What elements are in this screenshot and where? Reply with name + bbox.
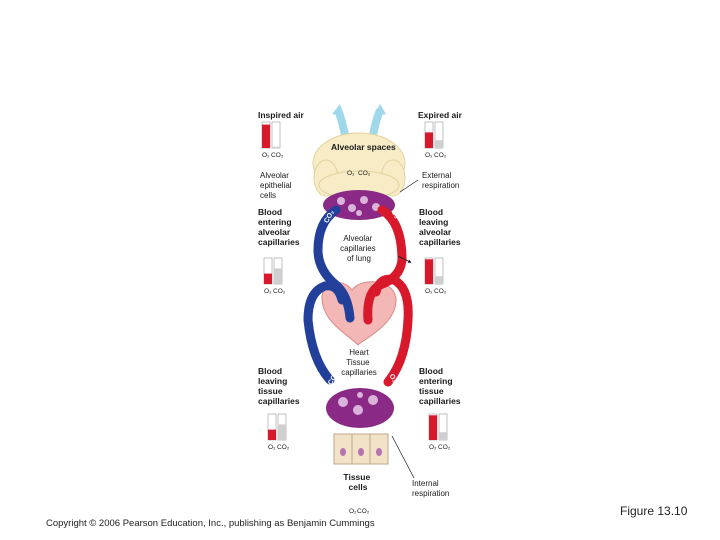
tissue-o2-diffusion-label: O₂: [388, 373, 398, 384]
blood-leaving-tissue-label: Blood leaving tissue capillaries: [258, 366, 300, 406]
entering-tissue-o2-bar: [429, 415, 437, 440]
entering-tissue-o2-label: O₂: [429, 444, 437, 451]
leaving-lung-o2-label: O₂: [425, 288, 433, 295]
entering-lung-co2-label: CO₂: [273, 288, 286, 295]
internal-respiration-pointer: [391, 435, 415, 479]
tissue-capillaries-label: Tissue capillaries: [341, 358, 377, 377]
alveolar-gas-label: O₂ CO₂: [347, 170, 371, 177]
expired-air-co2-bar: [435, 140, 443, 148]
alveolar-o2-label: O₂: [347, 170, 355, 177]
leaving-tissue-co2-label: CO₂: [277, 444, 290, 451]
inspired-air-co2-bar: [272, 146, 280, 148]
lung-capillary-network: [323, 190, 395, 220]
inspired-air-co2-label: CO₂: [271, 152, 284, 159]
alveolar-epithelial-label: Alveolar epithelial cells: [260, 171, 294, 200]
alveolar-co2-label: CO₂: [358, 170, 371, 177]
leaving-lung-co2-label: CO₂: [434, 288, 447, 295]
heart-label: Heart: [349, 348, 369, 357]
tissue-gas-label: O₂ CO₂: [349, 508, 370, 515]
lung-o2-diffusion-label: O₂: [390, 209, 400, 220]
airflow-arrows: [332, 104, 386, 136]
entering-tissue-co2-label: CO₂: [438, 444, 451, 451]
leaving-tissue-o2-bar: [268, 429, 276, 440]
entering-lung-o2-label: O₂: [264, 288, 272, 295]
leaving-lung-o2-bar: [425, 259, 433, 284]
expired-air-o2-bar: [425, 132, 433, 148]
entering-lung-o2-bar: [264, 273, 272, 284]
external-respiration-pointer: [399, 179, 419, 193]
alveolar-capillaries-of-lung-label: Alveolar capillaries of lung: [340, 234, 378, 263]
blood-entering-tissue-label: Blood entering tissue capillaries: [419, 366, 461, 406]
alveoli-cluster: [312, 132, 406, 200]
inspired-air-co2-bar-frame: [271, 121, 281, 149]
leaving-tissue-co2-bar: [278, 424, 286, 440]
tissue-cells: [333, 433, 389, 465]
expired-air-o2-label: O₂: [425, 152, 433, 159]
deoxygenated-vessels: [303, 205, 355, 385]
blood-entering-alveolar-label: Blood entering alveolar capillaries: [258, 207, 300, 247]
lung-flow-pointer: [397, 255, 412, 263]
alveolar-spaces-label: Alveolar spaces: [331, 142, 396, 152]
inspired-air-o2-label: O₂: [262, 152, 270, 159]
leaving-tissue-o2-label: O₂: [268, 444, 276, 451]
tissue-co2-label: CO₂: [357, 508, 370, 515]
blood-leaving-alveolar-label: Blood leaving alveolar capillaries: [419, 207, 461, 247]
entering-lung-co2-bar: [274, 268, 282, 284]
entering-tissue-co2-bar: [439, 432, 447, 440]
oxygenated-vessels: [363, 205, 413, 387]
tissue-o2-label: O₂: [349, 508, 357, 515]
inspired-air-o2-bar: [262, 124, 270, 148]
copyright-notice: Copyright © 2006 Pearson Education, Inc.…: [46, 518, 375, 529]
figure-number: Figure 13.10: [620, 504, 688, 518]
internal-respiration-label: Internal respiration: [412, 479, 449, 498]
expired-air-co2-label: CO₂: [434, 152, 447, 159]
leaving-lung-co2-bar: [435, 276, 443, 284]
external-respiration-label: External respiration: [422, 171, 459, 190]
inspired-air-label: Inspired air: [258, 110, 305, 120]
tissue-cells-label: Tissue cells: [343, 472, 372, 492]
expired-air-label: Expired air: [418, 110, 463, 120]
tissue-capillary-network: [326, 388, 394, 428]
